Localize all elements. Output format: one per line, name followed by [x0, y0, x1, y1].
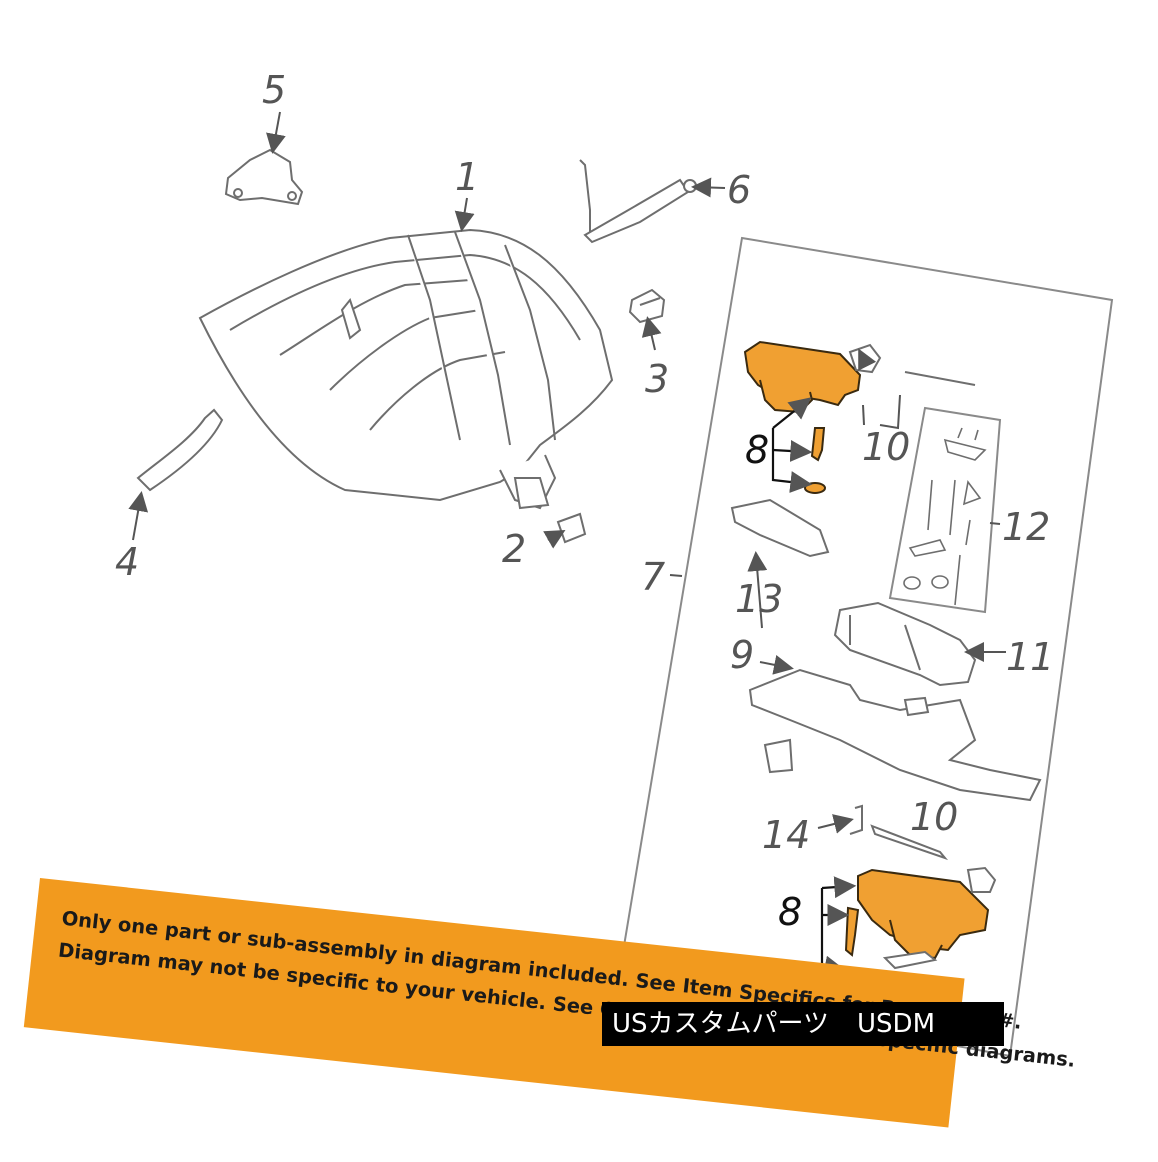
part-3-bumper — [628, 288, 666, 324]
callout-7: 7 — [641, 555, 665, 599]
callout-14: 14 — [762, 813, 810, 857]
callout-5: 5 — [262, 68, 286, 112]
callout-1: 1 — [455, 155, 479, 199]
motor-assembly-part-11 — [833, 601, 977, 687]
callout-10-lower: 10 — [910, 795, 958, 839]
callout-6: 6 — [727, 168, 751, 212]
callout-11: 11 — [1006, 635, 1054, 679]
watermark-label: USカスタムパーツ — [612, 1009, 830, 1039]
callout-8-upper: 8 — [745, 428, 769, 472]
part-4-link-arm — [136, 408, 224, 492]
callout-12: 12 — [1002, 505, 1050, 549]
leader-lines — [128, 111, 1006, 834]
bracket-part-13 — [730, 498, 830, 558]
part-2-bracket — [556, 512, 587, 544]
callout-2: 2 — [502, 527, 526, 571]
callout-10-upper: 10 — [862, 425, 910, 469]
callout-13-upper: 13 — [735, 577, 783, 621]
seller-watermark: USカスタムパーツ USDM — [602, 1002, 1004, 1046]
part-1-top-frame — [198, 228, 614, 510]
frame-part-9 — [748, 668, 1042, 802]
callout-9: 9 — [730, 633, 754, 677]
callout-8-lower: 8 — [778, 890, 802, 934]
part-12-hardware-kit — [888, 406, 1002, 614]
part-5-sensor — [224, 148, 304, 206]
watermark-code: USDM — [857, 1009, 936, 1039]
part-6-gas-strut — [579, 159, 697, 244]
callout-4: 4 — [115, 540, 139, 584]
part-7-assembly-box — [616, 236, 1114, 1058]
callout-3: 3 — [645, 357, 669, 401]
